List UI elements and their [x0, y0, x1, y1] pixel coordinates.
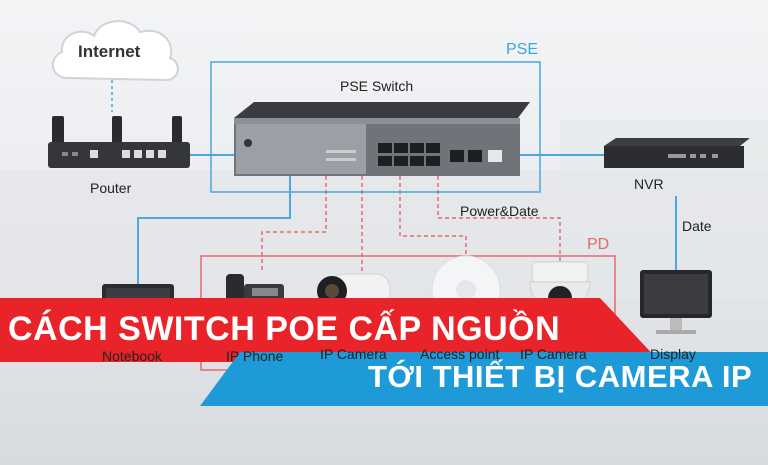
device-label-notebook: Notebook [102, 348, 162, 364]
router-label: Pouter [90, 180, 132, 196]
internet-cloud-icon [52, 20, 179, 82]
pd-box-label: PD [587, 236, 610, 253]
headline-line-1: CÁCH SWITCH POE CẤP NGUỒN [8, 310, 561, 348]
device-label-ip-camera-bullet: IP Camera [320, 346, 387, 362]
power-data-label: Power&Date [460, 203, 539, 219]
headline-line-2: TỚI THIẾT BỊ CAMERA IP [368, 359, 753, 394]
device-label-display: Display [650, 346, 696, 362]
device-label-ip-camera-dome: IP Camera [520, 346, 587, 362]
device-label-ip-phone: IP Phone [226, 348, 284, 364]
nvr-icon [604, 138, 750, 168]
headline-red-banner [0, 298, 660, 362]
display-icon [640, 270, 712, 334]
pse-switch-label: PSE Switch [340, 78, 414, 94]
headline-blue-banner [200, 352, 768, 406]
nvr-label: NVR [634, 176, 664, 192]
pse-box-label: PSE [506, 41, 539, 58]
pse-switch-icon [234, 102, 530, 176]
nvr-link-label: Date [682, 218, 712, 234]
pse-boundary [210, 61, 541, 193]
device-label-access-point: Access point [420, 346, 500, 362]
router-icon [48, 116, 190, 168]
internet-label: Internet [78, 42, 141, 61]
